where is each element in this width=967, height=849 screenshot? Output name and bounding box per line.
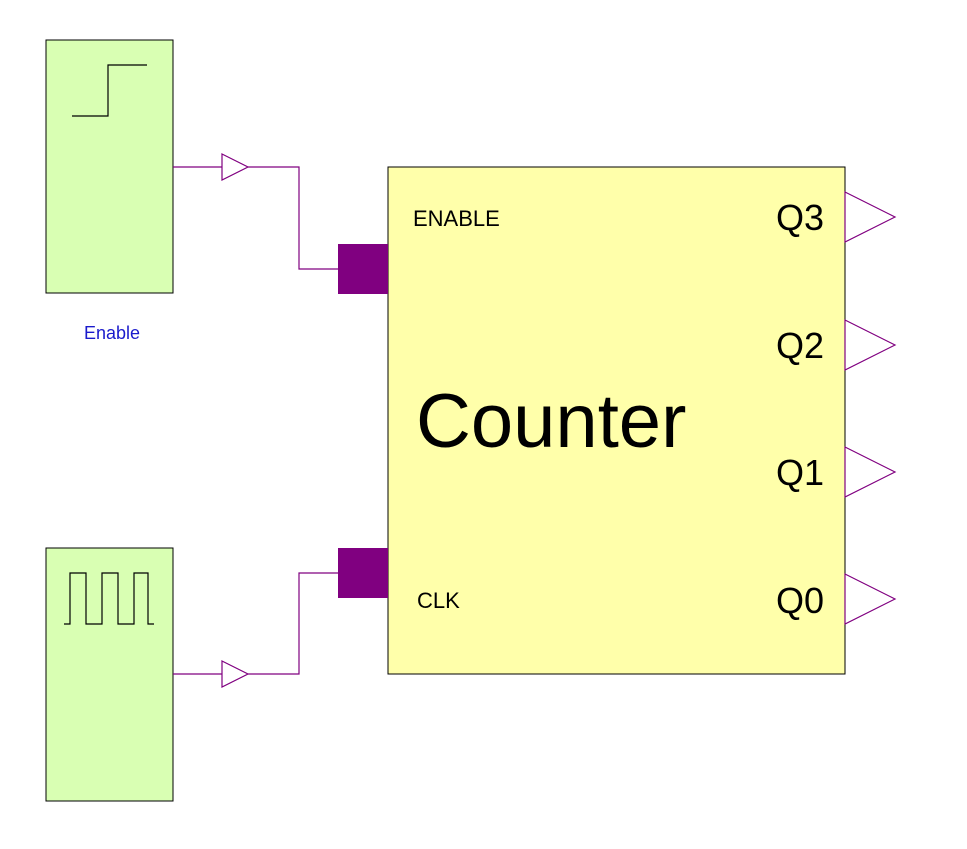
output-label-q3: Q3	[776, 197, 824, 238]
enable-input-label: ENABLE	[413, 206, 500, 231]
output-arrow-q1[interactable]	[844, 446, 897, 498]
output-arrow-q0[interactable]	[844, 573, 897, 625]
output-arrow-q3[interactable]	[844, 191, 897, 243]
clock-source-block[interactable]	[45, 547, 174, 802]
output-arrow-q2[interactable]	[844, 319, 897, 371]
square-wave-icon	[64, 572, 154, 625]
counter-title: Counter	[416, 379, 686, 464]
enable-pin[interactable]	[338, 244, 388, 294]
output-label-q1: Q1	[776, 452, 824, 493]
clk-connector-arrow	[221, 660, 250, 688]
step-signal-icon	[72, 64, 147, 117]
output-label-q2: Q2	[776, 325, 824, 366]
enable-caption: Enable	[84, 323, 140, 343]
output-label-q0: Q0	[776, 580, 824, 621]
clk-wire	[173, 572, 338, 688]
enable-wire	[173, 153, 338, 270]
clk-input-label: CLK	[417, 588, 460, 613]
enable-connector-arrow	[221, 153, 250, 181]
clk-pin[interactable]	[338, 548, 388, 598]
enable-source-block[interactable]	[45, 39, 174, 294]
counter-block[interactable]	[387, 166, 846, 675]
